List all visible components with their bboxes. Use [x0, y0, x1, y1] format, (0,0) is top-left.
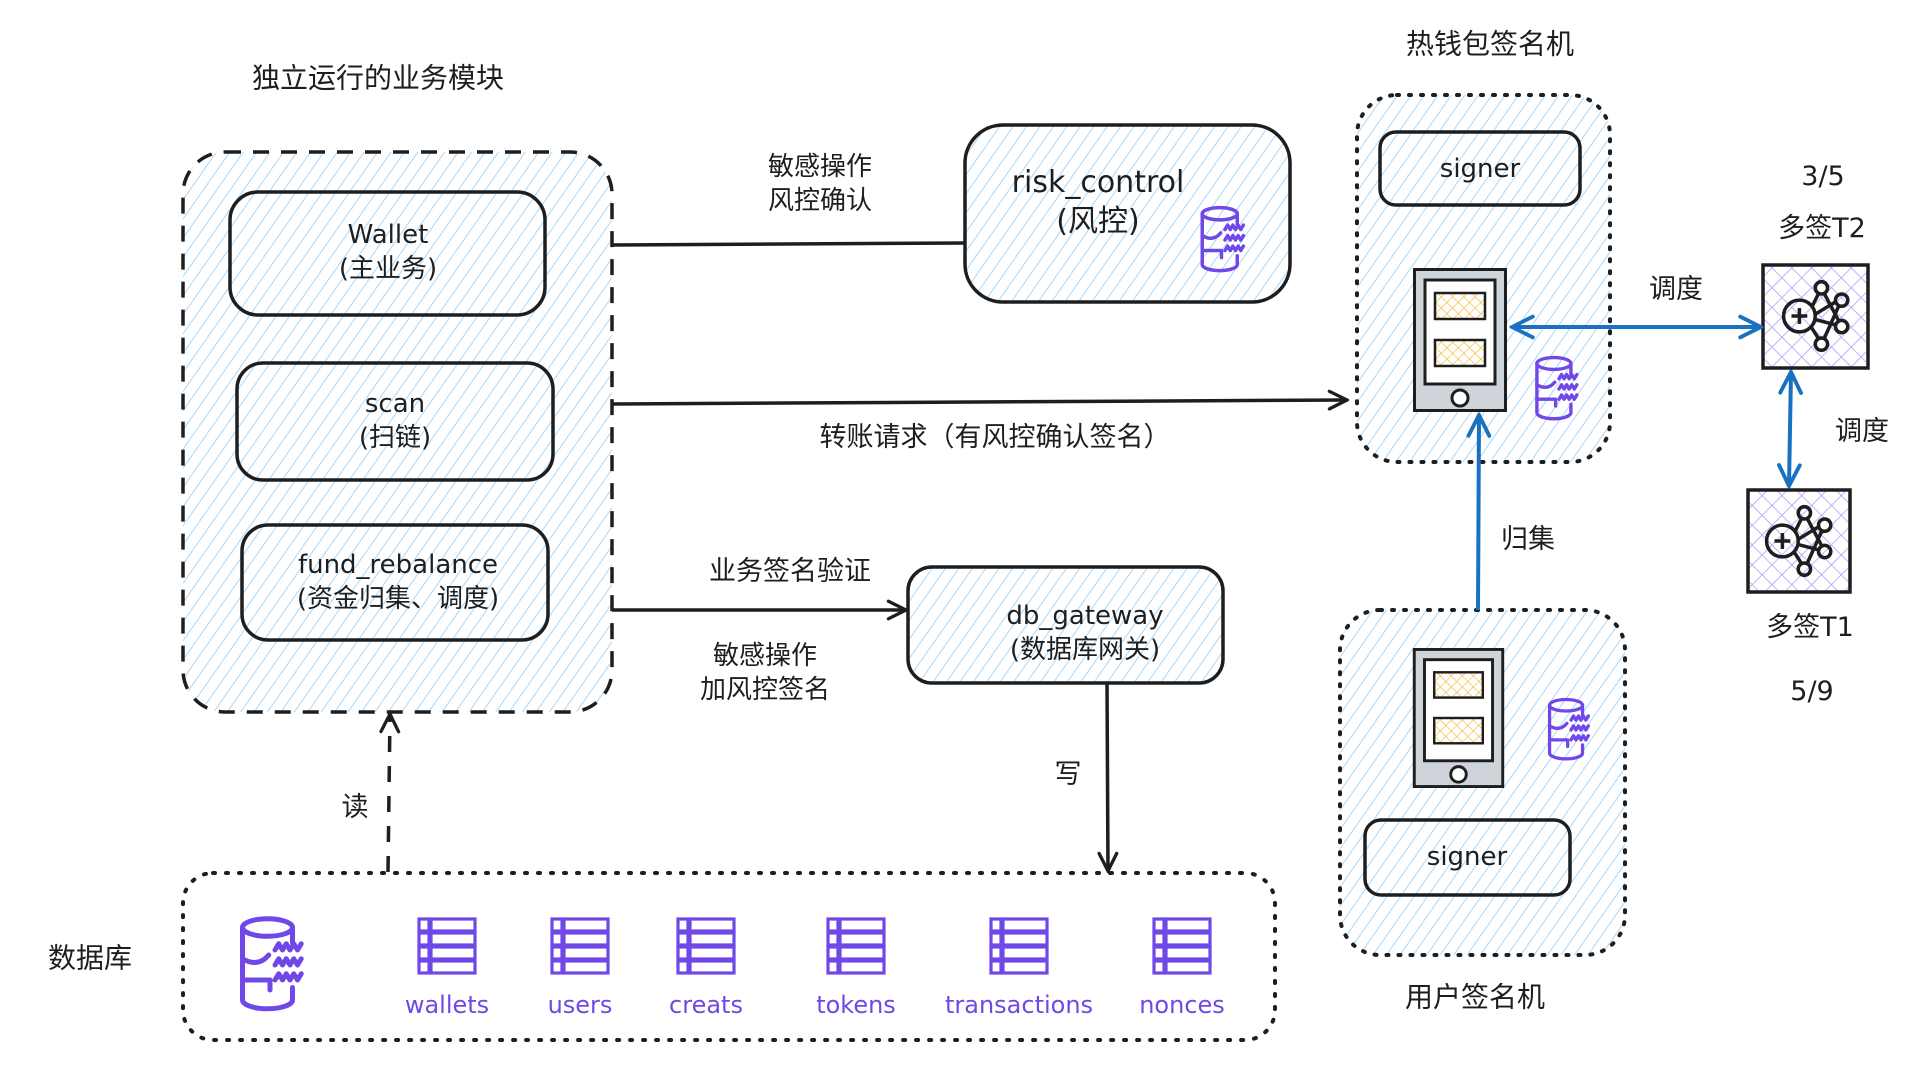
fund-rebalance-module-box[interactable]	[240, 523, 550, 642]
table-label-tokens[interactable]: tokens	[816, 991, 896, 1019]
risk-control-desc: (风控)	[1056, 204, 1140, 239]
fund-rebalance-module-label: fund_rebalance (资金归集、调度)	[297, 549, 499, 617]
edge-dispatch-vertical-label: 调度	[1835, 416, 1889, 448]
wallet-module-box[interactable]	[228, 190, 547, 317]
edge-read	[388, 714, 390, 873]
edge-transfer-request-label: 转账请求（有风控确认签名）	[819, 422, 1171, 454]
table-icon	[550, 917, 610, 975]
table-icon	[417, 917, 477, 975]
hot-wallet-signer-label: signer	[1439, 154, 1521, 185]
table-icon	[1152, 917, 1212, 975]
edge-collect-label: 归集	[1501, 524, 1555, 556]
edge-write	[1107, 682, 1108, 871]
edge-transfer-request	[611, 400, 1347, 404]
db-gateway-box[interactable]	[906, 565, 1225, 685]
multisig-t2-threshold: 3/5	[1801, 161, 1845, 193]
edge-business-sign-verify-label: 业务签名验证	[709, 556, 871, 588]
risk-control-box[interactable]	[963, 123, 1292, 304]
table-label-users[interactable]: users	[547, 991, 613, 1019]
edge-write-label: 写	[1054, 759, 1082, 791]
wallet-module-label: Wallet (主业务)	[339, 219, 437, 287]
multisig-t1-name: 多签T1	[1766, 612, 1854, 644]
user-signer-box[interactable]	[1363, 818, 1572, 897]
database-icon	[243, 919, 302, 1009]
db-gateway-desc: (数据库网关)	[1009, 635, 1161, 665]
table-icon	[676, 917, 736, 975]
edge-risk-confirm-line2: 风控确认	[767, 186, 873, 216]
database-title: 数据库	[47, 941, 133, 975]
edge-risk-confirm-label: 敏感操作 风控确认	[768, 151, 872, 219]
scan-module-label: scan (扫链)	[359, 388, 431, 456]
hot-wallet-signer-box[interactable]	[1378, 130, 1582, 207]
fund-rebalance-module-name: fund_rebalance	[297, 550, 499, 581]
business-modules-title: 独立运行的业务模块	[251, 61, 505, 95]
edge-sensitive-add-risk-line2: 加风控签名	[699, 675, 831, 705]
table-label-wallets[interactable]: wallets	[404, 991, 490, 1019]
edge-risk-confirm-line1: 敏感操作	[767, 152, 873, 183]
multisig-t1-threshold: 5/9	[1790, 676, 1834, 708]
wallet-module-desc: (主业务)	[338, 254, 438, 284]
database-group	[181, 871, 1277, 1042]
scan-module-name: scan	[364, 389, 426, 420]
edge-risk-confirm	[611, 241, 966, 247]
user-signer-title: 用户签名机	[1404, 980, 1546, 1014]
table-label-transactions[interactable]: transactions	[944, 991, 1094, 1019]
user-signer-label: signer	[1426, 842, 1508, 873]
db-gateway-label: db_gateway (数据库网关)	[1006, 600, 1163, 668]
risk-control-label: risk_control (风控)	[1012, 163, 1185, 241]
table-icon	[989, 917, 1049, 975]
table-label-nonces[interactable]: nonces	[1139, 991, 1225, 1019]
user-signer-device-icon	[1412, 648, 1505, 788]
db-gateway-name: db_gateway	[1006, 601, 1164, 632]
edge-dispatch-horizontal-label: 调度	[1649, 274, 1703, 306]
scan-module-desc: (扫链)	[358, 423, 432, 453]
fund-rebalance-module-desc: (资金归集、调度)	[296, 584, 500, 614]
table-icon	[826, 917, 886, 975]
multisig-t2-name: 多签T2	[1778, 213, 1866, 245]
hot-wallet-device-icon	[1413, 268, 1507, 412]
edge-sensitive-add-risk-label: 敏感操作 加风控签名	[700, 640, 830, 708]
edge-sensitive-add-risk-line1: 敏感操作	[712, 641, 818, 672]
scan-module-box[interactable]	[235, 361, 555, 482]
edge-read-label: 读	[341, 792, 369, 824]
edge-dispatch-vertical	[1789, 372, 1791, 486]
wallet-module-name: Wallet	[347, 220, 429, 251]
table-label-creats[interactable]: creats	[669, 991, 743, 1019]
hot-wallet-signer-title: 热钱包签名机	[1405, 27, 1575, 61]
edge-collect	[1478, 415, 1479, 611]
risk-control-name: risk_control	[1011, 165, 1185, 200]
